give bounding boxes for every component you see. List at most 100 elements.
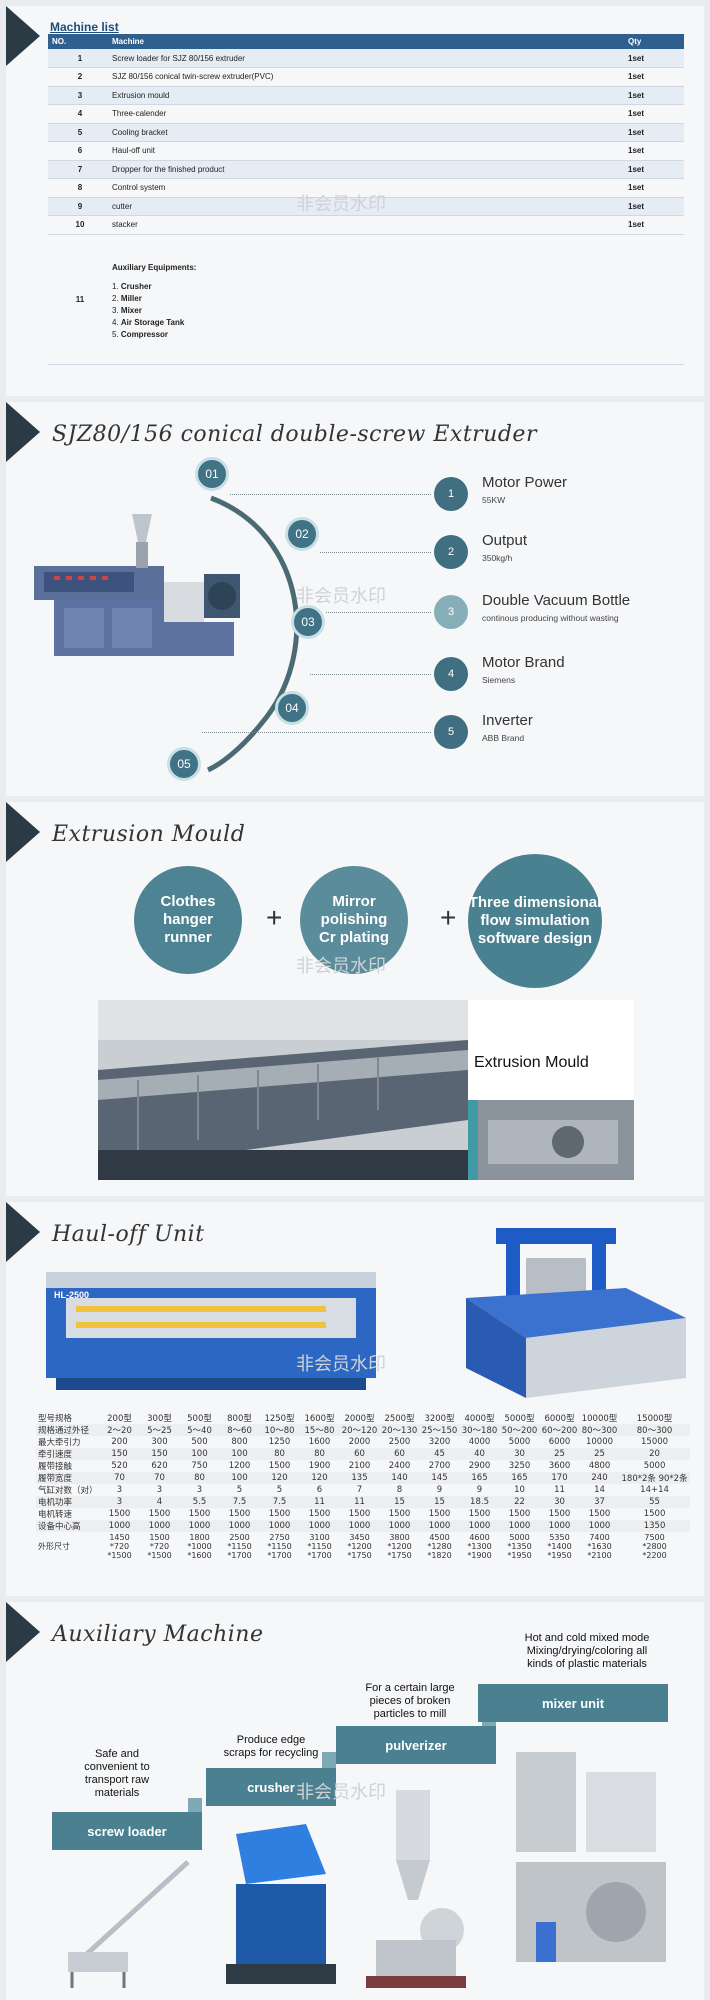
spec-cell: 1500: [588, 1509, 611, 1519]
header-qty: Qty: [624, 34, 684, 49]
spec-cell: 500: [191, 1437, 208, 1447]
spec-cell: 1000: [499, 1520, 540, 1532]
banner-pulverizer: pulverizer: [336, 1726, 496, 1764]
row-qty: 1set: [624, 178, 684, 198]
spec-cell: 30～180: [459, 1424, 500, 1436]
spec-cell: 200型: [107, 1414, 132, 1424]
spec-cell: 7: [356, 1485, 363, 1495]
spec-cell: 1000: [259, 1520, 300, 1532]
spec-cell: 4: [139, 1496, 180, 1508]
spec-cell: 6000: [548, 1437, 571, 1447]
spec-cell: 165: [499, 1472, 540, 1484]
spec-cell: 40: [459, 1448, 500, 1460]
spec-cell: 1000: [139, 1520, 180, 1532]
spec-cell: 1500: [348, 1509, 371, 1519]
spec-cell: 20: [619, 1448, 690, 1460]
spec-cell: 5000: [643, 1461, 666, 1471]
list-item: 2. Miller: [112, 293, 142, 303]
spec-cell: 1000: [459, 1520, 500, 1532]
spec-cell: 3250: [508, 1461, 531, 1471]
spec-cell: 80: [299, 1448, 340, 1460]
spec-cell: 1000: [539, 1520, 580, 1532]
spec-cell: 2500*1150*1700: [227, 1532, 252, 1560]
spec-cell: 30: [539, 1496, 580, 1508]
spec-cell: 2500: [388, 1437, 411, 1447]
spec-label: 设备中心高: [36, 1520, 100, 1532]
spec-cell: 20～120: [339, 1424, 380, 1436]
row-machine: Extrusion mould: [108, 86, 624, 105]
pulverizer-photo: [366, 1790, 466, 1988]
spec-cell: 1500: [148, 1509, 171, 1519]
spec-cell: 7500*2800*2200: [642, 1532, 667, 1560]
spec-cell: 1000: [219, 1520, 260, 1532]
auxiliary-title: Auxiliary Equipments:: [112, 262, 197, 272]
spec-cell: 5350*1400*1950: [547, 1532, 572, 1560]
spec-cell: 7.5: [259, 1496, 300, 1508]
spec-cell: 1000: [379, 1520, 420, 1532]
plus-sign: +: [440, 902, 457, 933]
row-no: 2: [48, 67, 108, 87]
spec-cell: 2000: [348, 1437, 371, 1447]
spec-label: 牵引速度: [36, 1448, 100, 1460]
spec-cell: 5: [236, 1485, 243, 1495]
spec-cell: 165: [459, 1472, 500, 1484]
spec-cell: 1500*720*1500: [147, 1532, 172, 1560]
mould-photo: [98, 1000, 468, 1180]
feature-title: Inverter: [482, 712, 533, 729]
corner-decoration: [6, 402, 40, 462]
spec-cell: 8～60: [219, 1424, 260, 1436]
spec-cell: 4600*1300*1900: [467, 1532, 492, 1560]
spec-cell: 3600: [548, 1461, 571, 1471]
spec-cell: 1250: [268, 1437, 291, 1447]
spec-cell: 3100*1150*1700: [307, 1532, 332, 1560]
row-machine: Control system: [108, 178, 624, 198]
spec-cell: 11: [554, 1485, 565, 1495]
spec-cell: 60～200: [539, 1424, 580, 1436]
haul-off-machine-image: [46, 1272, 376, 1390]
spec-cell: 80: [259, 1448, 300, 1460]
connector-line: [202, 732, 431, 733]
list-item: 3. Mixer: [112, 305, 142, 315]
row-qty: 1set: [624, 86, 684, 105]
spec-cell: 45: [419, 1448, 460, 1460]
spec-cell: 55: [619, 1496, 690, 1508]
haul-off-title: Haul-off Unit: [52, 1222, 205, 1247]
spec-cell: 3: [156, 1485, 163, 1495]
mould-detail-photo: [468, 1100, 634, 1180]
spec-cell: 1500: [108, 1509, 131, 1519]
spec-cell: 5～25: [139, 1424, 180, 1436]
corner-decoration: [6, 1602, 40, 1662]
spec-cell: 37: [579, 1496, 620, 1508]
row-no: 9: [48, 197, 108, 216]
spec-cell: 145: [419, 1472, 460, 1484]
spec-cell: 1800*1000*1600: [187, 1532, 212, 1560]
spec-cell: 15: [419, 1496, 460, 1508]
row-machine: Screw loader for SJZ 80/156 extruder: [108, 49, 624, 68]
spec-cell: 1500: [643, 1509, 666, 1519]
spec-cell: 15000型: [636, 1414, 673, 1424]
spec-cell: 1600: [308, 1437, 331, 1447]
crusher-photo: [226, 1824, 336, 1984]
row-no: 3: [48, 86, 108, 105]
row-machine: Dropper for the finished product: [108, 160, 624, 179]
spec-cell: 1350: [619, 1520, 690, 1532]
spec-cell: 300: [151, 1437, 168, 1447]
haul-off-model-label: HL-2500: [54, 1290, 90, 1300]
spec-label: 气缸对数（对）: [38, 1486, 98, 1496]
banner-crusher: crusher: [206, 1768, 336, 1806]
spec-label: 最大牵引力: [38, 1438, 81, 1448]
spec-cell: 1500: [508, 1509, 531, 1519]
